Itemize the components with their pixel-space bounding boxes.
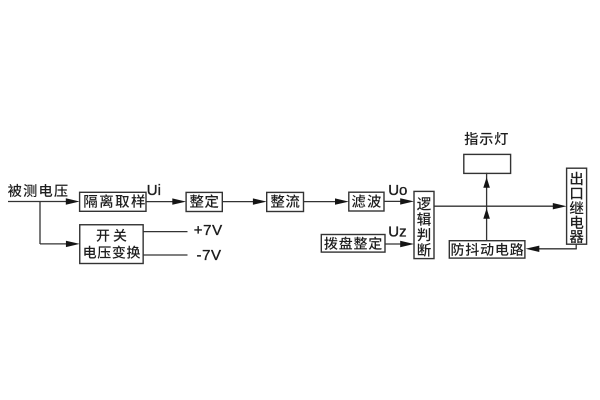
svg-text:-7V: -7V xyxy=(197,247,222,264)
svg-text:Uz: Uz xyxy=(388,224,406,241)
svg-text:Ui: Ui xyxy=(147,182,161,199)
svg-text:+7V: +7V xyxy=(194,222,223,239)
svg-text:Uo: Uo xyxy=(388,182,407,199)
